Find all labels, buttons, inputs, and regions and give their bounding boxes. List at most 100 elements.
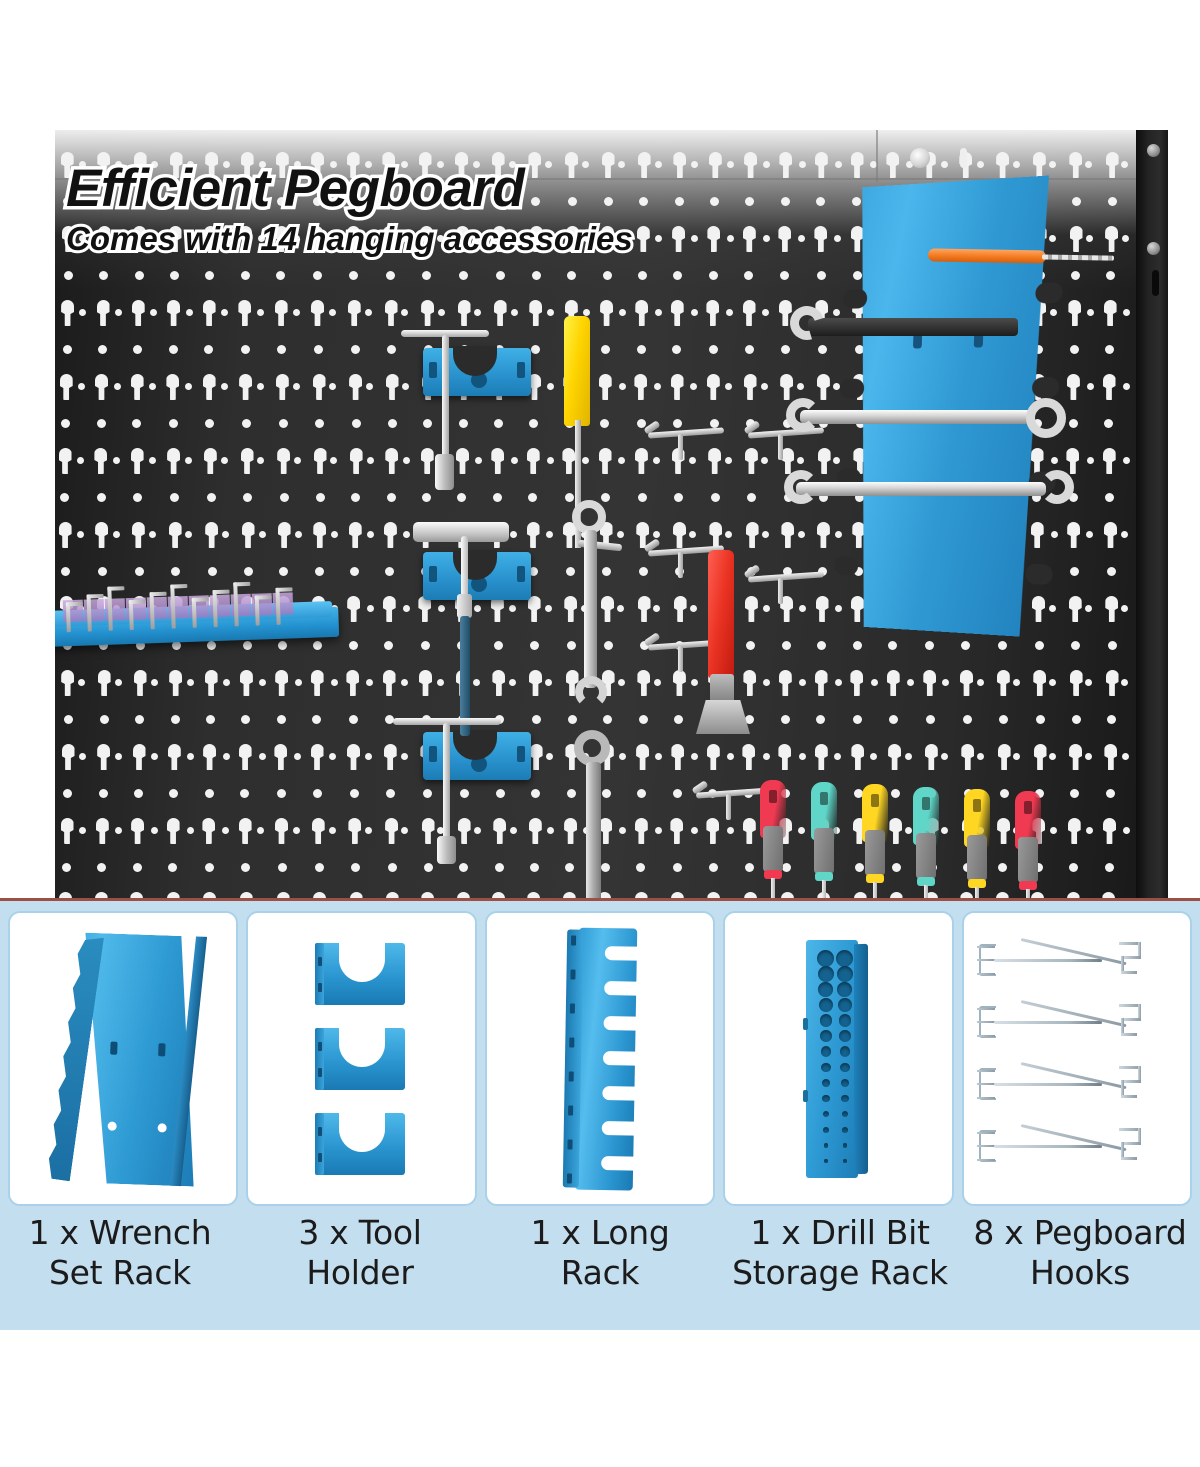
hook-prong <box>976 1144 995 1147</box>
caption-pegboard-hooks: 8 x Pegboard Hooks <box>960 1213 1200 1294</box>
caption-tool-holder: 3 x Tool Holder <box>240 1213 480 1294</box>
accessory-panel-long-rack[interactable] <box>484 911 716 1206</box>
hook-prong <box>976 1034 995 1037</box>
holder-hole <box>429 362 437 378</box>
caption-line-2: Set Rack <box>49 1253 191 1293</box>
wrench-rack-notch <box>1031 377 1060 398</box>
pegboard-hook-pair <box>976 1120 1177 1176</box>
accessory-panel-list <box>8 911 1193 1206</box>
j-hook-end <box>1118 941 1145 976</box>
wrench-set-rack-image <box>44 931 208 1186</box>
page-subtitle: Comes with 14 hanging accessories <box>63 217 636 260</box>
tool-holder-unit <box>314 1026 405 1090</box>
pegboard-hooks-image <box>976 934 1177 1184</box>
driver-bit <box>1041 254 1115 261</box>
hammer-head <box>413 522 509 542</box>
pegboard-hook-pair <box>976 934 1177 990</box>
open-end-wrench-jaw <box>1040 470 1074 504</box>
screwdriver-shaft <box>873 882 877 900</box>
handle-slot <box>1024 801 1032 814</box>
holder-hole <box>429 746 437 762</box>
holder-mount-tab <box>314 1112 324 1175</box>
mounting-screw <box>910 148 930 168</box>
mounting-slot <box>960 148 967 168</box>
screwdriver-grip <box>814 828 834 875</box>
long-rack-image <box>562 927 639 1191</box>
accessory-panel-tool-holder[interactable] <box>246 911 477 1206</box>
screwdriver-collar <box>866 874 884 884</box>
screwdriver-shaft <box>822 880 826 900</box>
wrench-rack-notch <box>842 288 868 309</box>
straight-hook-rod <box>993 958 1102 962</box>
hook-prong <box>976 972 995 975</box>
hex-key-rack <box>48 565 340 648</box>
hook-stem <box>678 552 683 578</box>
accessory-panel-drill-bit-storage-rack[interactable] <box>723 911 954 1206</box>
wrench-box-end <box>574 730 610 766</box>
accessory-caption-row: 1 x Wrench Set Rack 3 x Tool Holder 1 x … <box>0 1213 1200 1294</box>
caption-line-1: 1 x Long <box>530 1213 670 1252</box>
mounting-screw <box>1147 242 1160 255</box>
photo-right-margin <box>1168 130 1200 900</box>
drill-bit-rack-image <box>803 939 870 1178</box>
hook-stem <box>678 646 683 672</box>
open-end-wrench <box>796 482 1046 496</box>
holder-hole <box>429 566 437 582</box>
tool-holder-mounted <box>423 550 531 600</box>
hook-prong <box>976 945 995 948</box>
wrench-box-end <box>572 500 606 534</box>
accessories-strip: 1 x Wrench Set Rack 3 x Tool Holder 1 x … <box>0 901 1200 1330</box>
caption-line-1: 1 x Wrench <box>28 1213 212 1252</box>
socket <box>435 454 454 490</box>
handle-slot <box>922 796 930 810</box>
handle-slot <box>769 790 777 803</box>
pegboard-panel <box>48 130 1170 900</box>
holder-hole <box>317 956 322 966</box>
tool-holder-mounted <box>423 730 531 780</box>
caption-line-2: Holder <box>306 1253 414 1293</box>
screwdriver-shaft <box>924 884 928 900</box>
rack-mount-nub <box>803 1089 809 1102</box>
holder-ring <box>471 756 487 772</box>
rack-mount-nub <box>803 1017 809 1030</box>
caption-line-2: Hooks <box>1030 1253 1130 1293</box>
hammer-handle <box>460 616 470 736</box>
combination-wrench-box-end <box>1026 398 1066 438</box>
rack-sawtooth-edge <box>36 932 104 1180</box>
panel-side-flange <box>1136 130 1170 900</box>
holder-hole <box>517 746 525 762</box>
screwdriver-collar <box>917 876 935 886</box>
screwdriver-grip <box>763 826 783 872</box>
hook-prong <box>976 1007 995 1010</box>
wrench-neck <box>710 674 734 704</box>
caption-line-2: Rack <box>560 1253 640 1293</box>
hook-prong <box>976 1069 995 1072</box>
holder-hole <box>317 1067 322 1077</box>
hook-prong <box>976 1131 995 1134</box>
accessory-panel-wrench-set-rack[interactable] <box>8 911 239 1206</box>
holder-hole <box>317 1126 322 1136</box>
handle-slot <box>973 798 981 812</box>
mounting-slot <box>1152 270 1159 296</box>
wrench-rack-notch <box>1025 563 1053 586</box>
caption-line-1: 1 x Drill Bit <box>750 1213 930 1252</box>
wrench-rack-notch <box>839 378 865 399</box>
j-hook-end <box>1118 1065 1145 1100</box>
combination-wrench-open-end <box>786 398 820 432</box>
page-title: Efficient Pegboard <box>63 158 529 219</box>
hook-stem <box>778 578 783 604</box>
tool-holder-mounted <box>423 346 531 396</box>
tool-holder-image <box>314 941 405 1175</box>
holder-hole <box>317 1152 322 1162</box>
caption-drill-bit-storage-rack: 1 x Drill Bit Storage Rack <box>720 1213 960 1294</box>
accessory-panel-pegboard-hooks[interactable] <box>961 911 1193 1206</box>
screwdriver-grip <box>916 832 936 879</box>
holder-hole <box>317 982 322 992</box>
panel-seam-vertical <box>876 130 878 182</box>
caption-long-rack: 1 x Long Rack <box>480 1213 720 1294</box>
wrench-shaft <box>584 530 597 688</box>
driver-handle <box>564 316 590 426</box>
holder-ring <box>471 576 487 592</box>
hook-prong <box>976 1158 995 1161</box>
hammer-collar <box>457 594 472 618</box>
